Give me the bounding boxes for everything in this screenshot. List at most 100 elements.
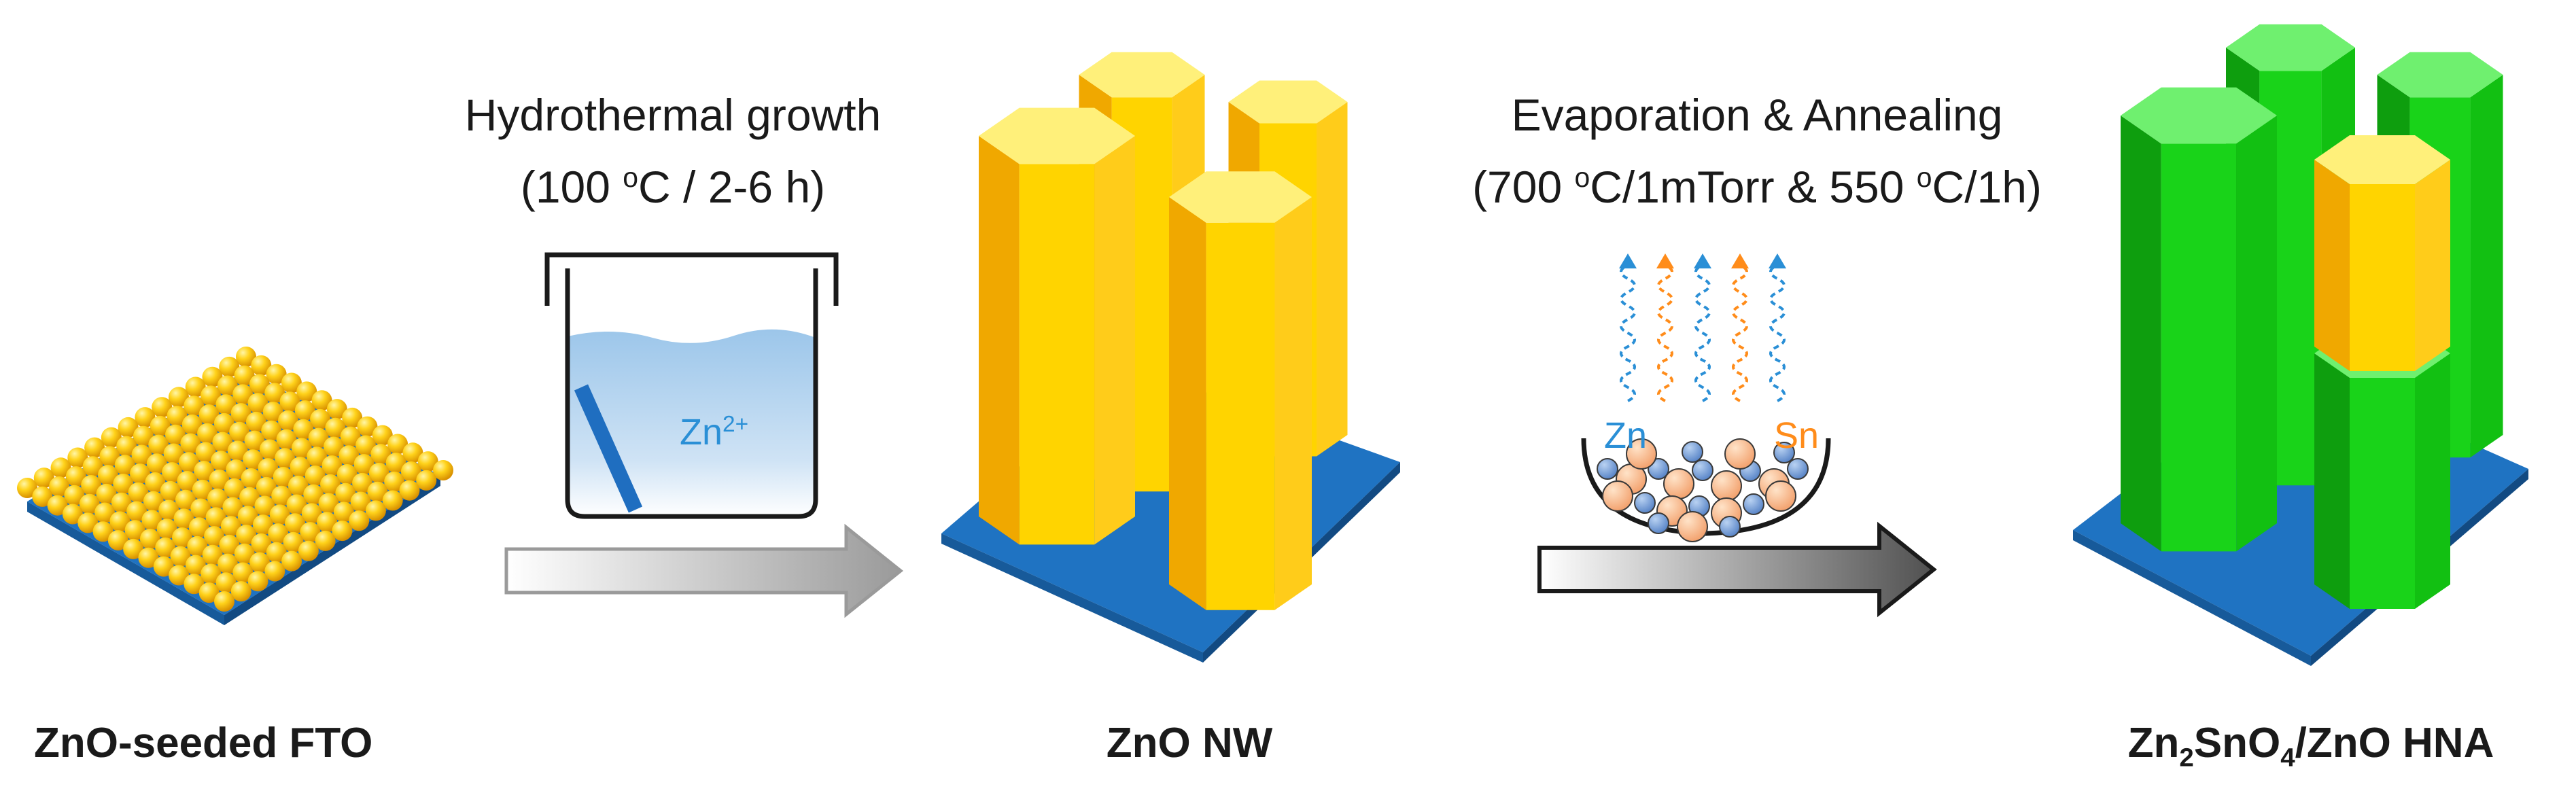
hydrothermal-step-condition: (100 oC / 2-6 h): [520, 162, 826, 212]
zn-particle: [1773, 442, 1795, 463]
zno-seed-ball: [111, 492, 132, 513]
zno-seed-ball: [290, 457, 311, 478]
hna-zno-core-exposed-face-right: [2415, 160, 2450, 371]
zno-seed-ball: [310, 408, 331, 429]
zno-seed-ball: [184, 574, 205, 595]
zno-seed-ball: [269, 504, 290, 525]
zno-seed-ball: [113, 474, 134, 494]
zno-seed-ball: [234, 543, 255, 564]
evaporation-source: [1581, 253, 1831, 542]
hna-shell-left: [2121, 87, 2277, 552]
zno-seed-ball: [261, 420, 282, 441]
source-particles: [1597, 438, 1809, 542]
zno-seed-ball: [251, 355, 272, 376]
zno-seed-ball: [64, 485, 85, 506]
zno-seed-ball: [301, 503, 322, 524]
hna-shell-left-face-right: [2236, 116, 2277, 552]
zno-seed-ball: [247, 571, 268, 592]
zno-seed-ball: [201, 563, 222, 584]
zno-seed-ball: [148, 434, 169, 455]
sn-particle: [1663, 468, 1694, 499]
zno-seed-ball: [317, 512, 338, 533]
zno-nanowire-front-face-right: [1274, 197, 1312, 610]
vapor-arrowhead: [1731, 253, 1749, 268]
zno-seed-ball: [308, 427, 329, 449]
zno-seed-ball: [32, 486, 53, 507]
zno-seed-ball: [247, 393, 268, 414]
zno-seed-ball: [244, 430, 265, 451]
zn-ion-label: Zn2+: [680, 412, 749, 453]
zno-seed-ball: [357, 416, 378, 437]
zno-seed-ball: [266, 542, 287, 563]
zno-seed-ball: [219, 356, 240, 377]
beaker-substrate-rod: [574, 384, 643, 513]
process-arrow-2: [1537, 521, 1937, 618]
zno-seed-ball: [107, 530, 128, 551]
evaporation-step-condition: (700 oC/1mTorr & 550 oC/1h): [1472, 162, 2042, 212]
zno-seed-ball: [204, 526, 225, 547]
zno-seed-ball: [202, 544, 223, 565]
zno-seed-ball: [338, 445, 360, 466]
zno-seed-ball: [184, 396, 205, 417]
zno-seed-ball: [155, 537, 176, 558]
zno-seed-ball: [81, 475, 102, 495]
zno-seed-ball: [281, 550, 302, 572]
zno-seed-ball: [285, 513, 305, 534]
zno-seed-ball: [79, 493, 100, 514]
zno-seed-ball: [49, 476, 70, 497]
zno-seed-ball: [201, 385, 221, 406]
hna-label: Zn2SnO4/ZnO HNA: [2127, 720, 2494, 773]
zno-seed-ball: [382, 490, 403, 511]
zno-seed-ball: [185, 555, 206, 576]
zno-seed-ball: [139, 529, 160, 550]
zno-seed-ball: [116, 436, 137, 457]
zn-particle: [1682, 441, 1703, 463]
zno-seed-ball: [296, 381, 317, 402]
zno-seed-ball: [197, 423, 218, 444]
zno-seed-ball: [143, 491, 164, 512]
zno-seed-ball: [342, 407, 363, 428]
zno-seed-ball: [232, 562, 254, 583]
zno-seed-ball: [273, 467, 294, 487]
zno-seed-ball: [353, 454, 375, 475]
zno-seed-ball: [150, 415, 171, 436]
hna-shell-right-face-right: [2470, 75, 2503, 458]
hna-shell-front-face-front: [2350, 378, 2415, 609]
zno-seed-ball: [131, 444, 152, 465]
zno-seed-ball: [180, 433, 201, 454]
zn-particle: [1634, 492, 1656, 514]
beaker-outline: [565, 268, 818, 519]
zno-seed-ball: [318, 493, 339, 514]
zno-seed-ball: [433, 460, 453, 480]
zno-seed-ball: [92, 521, 114, 542]
hna-zno-core-exposed-face-front: [2350, 184, 2415, 371]
vapor-trail: [1657, 264, 1673, 402]
zno-seed-ball: [266, 364, 287, 385]
zno-seed-ball: [281, 372, 302, 393]
zno-seed-ball: [96, 483, 117, 504]
zno-seed-ball: [62, 504, 83, 525]
vapor-arrowhead: [1656, 253, 1674, 268]
hna-shell-front-face-right: [2415, 353, 2450, 609]
zno-seed-ball: [251, 533, 272, 554]
vapor-trail: [1694, 264, 1711, 402]
zno-seed-ball: [365, 500, 386, 521]
zno-seed-ball: [288, 475, 309, 496]
zno-seed-ball: [212, 432, 233, 453]
zno-seed-ball: [335, 482, 356, 504]
zno-seed-ball: [188, 517, 209, 538]
zno-seed-ball: [400, 461, 421, 482]
sn-particle: [1626, 438, 1657, 470]
zno-seed-ball: [276, 429, 297, 450]
zno-seed-ball: [326, 399, 347, 420]
source-label-sn: Sn: [1774, 415, 1820, 456]
nanowire-substrate-side: [941, 533, 1203, 663]
zno-seed-ball: [167, 406, 188, 427]
zno-seed-ball: [175, 489, 196, 510]
hna-shell-left-face-left: [2121, 116, 2161, 552]
zno-seed-ball: [249, 374, 270, 395]
hna-zno-core-exposed-face-left: [2314, 160, 2350, 371]
zno-seed-ball: [17, 478, 37, 498]
zno-seed-ball: [47, 495, 68, 516]
zno-nanowire-left-face-top: [979, 107, 1135, 164]
